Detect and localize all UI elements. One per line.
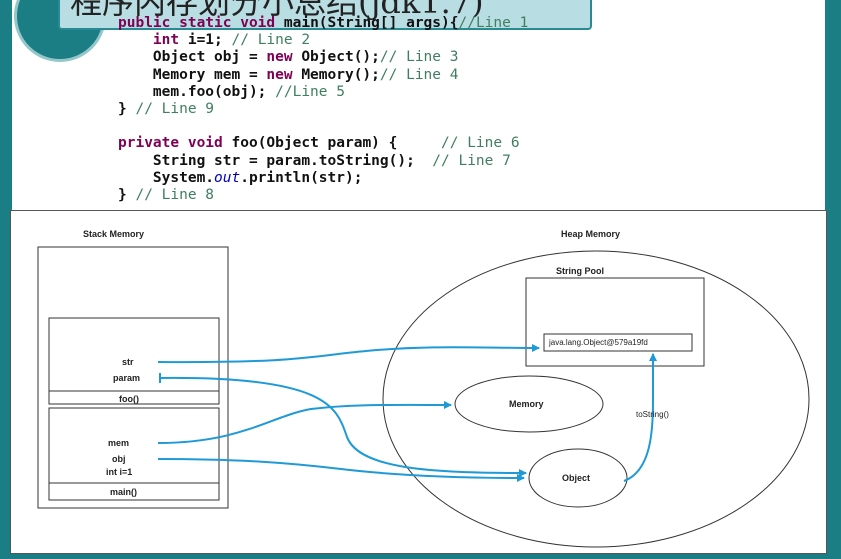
code-token: foo(Object param) {: [231, 135, 442, 152]
code-token: // Line 9: [135, 100, 215, 117]
code-line: Object obj = new Object();// Line 3: [118, 49, 528, 66]
code-token: private void: [118, 135, 232, 152]
foo-frame-label: foo(): [119, 394, 139, 404]
code-line: Memory mem = new Memory();// Line 4: [118, 67, 528, 84]
code-token: System.: [118, 169, 215, 186]
code-line: private void foo(Object param) { // Line…: [118, 135, 528, 152]
heap-memory-circle: [382, 250, 810, 548]
param-to-object-arrow: [159, 376, 527, 477]
code-line: } // Line 9: [118, 101, 528, 118]
code-line: System.out.println(str);: [118, 170, 528, 187]
string-value-box: [543, 333, 693, 352]
code-token: // Line 8: [135, 186, 215, 203]
slide-frame-left: [0, 0, 12, 559]
slide-frame-bottom: [0, 553, 841, 559]
code-token: .println(str);: [240, 169, 363, 186]
string-value: java.lang.Object@579a19fd: [549, 338, 648, 347]
string-pool-box: [525, 277, 705, 367]
code-token: //Line 5: [275, 83, 345, 100]
code-token: new: [266, 49, 302, 66]
var-param: param: [113, 373, 141, 383]
main-frame-label: main(): [110, 487, 137, 497]
code-token: new: [266, 66, 302, 83]
code-token: Object obj =: [118, 49, 267, 66]
code-token: // Line 6: [441, 135, 520, 152]
code-token: //Line 1: [458, 15, 529, 31]
code-line: [118, 118, 528, 135]
code-token: // Line 3: [379, 49, 459, 66]
code-token: Object();: [301, 49, 380, 66]
code-block: public static void main(String[] args){/…: [118, 15, 528, 204]
code-token: int: [152, 32, 188, 49]
code-token: i=1;: [187, 32, 232, 49]
memory-diagram: Stack Memory Heap Memory String Pool jav…: [10, 210, 827, 554]
var-obj: obj: [112, 454, 126, 464]
stack-memory-title: Stack Memory: [83, 229, 145, 239]
memory-object-label: Memory: [509, 399, 544, 409]
code-token: main(String[] args){: [283, 15, 459, 31]
code-token: Memory mem =: [118, 66, 267, 83]
code-line: public static void main(String[] args){/…: [118, 15, 528, 32]
mem-to-memory-arrow: [157, 400, 452, 444]
code-token: [118, 32, 153, 48]
code-token: out: [214, 169, 241, 186]
var-str: str: [122, 357, 134, 367]
code-token: mem.foo(obj);: [118, 83, 276, 100]
title-banner: [58, 0, 592, 30]
code-token: }: [118, 100, 136, 117]
slide-title: 程序内存划分小总结(jdk1.7): [70, 0, 484, 21]
var-mem: mem: [108, 438, 130, 448]
code-token: // Line 2: [231, 32, 311, 49]
code-line: String str = param.toString(); // Line 7: [118, 153, 528, 170]
slide-frame-right: [825, 0, 841, 559]
code-token: // Line 4: [379, 66, 459, 83]
code-line: } // Line 8: [118, 187, 528, 204]
code-token: Memory();: [301, 66, 380, 83]
tostring-arrow: [623, 353, 657, 482]
object-object-label: Object: [562, 473, 591, 483]
code-token: // Line 7: [432, 152, 511, 169]
object-object-ellipse: [528, 448, 628, 508]
stack-memory-box: [37, 246, 229, 509]
heap-memory-title: Heap Memory: [561, 229, 621, 239]
code-token: public static void: [118, 15, 284, 31]
obj-to-object-arrow: [157, 458, 525, 482]
memory-diagram-svg: [37, 246, 810, 548]
memory-object-ellipse: [454, 375, 604, 433]
code-token: String str = param.toString();: [118, 152, 433, 169]
code-line: mem.foo(obj); //Line 5: [118, 84, 528, 101]
tostring-label: toString(): [636, 410, 669, 419]
str-to-string-arrow: [157, 343, 540, 364]
code-line: int i=1; // Line 2: [118, 32, 528, 49]
code-token: }: [118, 186, 136, 203]
main-frame-box: [48, 407, 220, 501]
string-pool-title: String Pool: [556, 266, 604, 276]
var-int-i: int i=1: [106, 467, 133, 477]
